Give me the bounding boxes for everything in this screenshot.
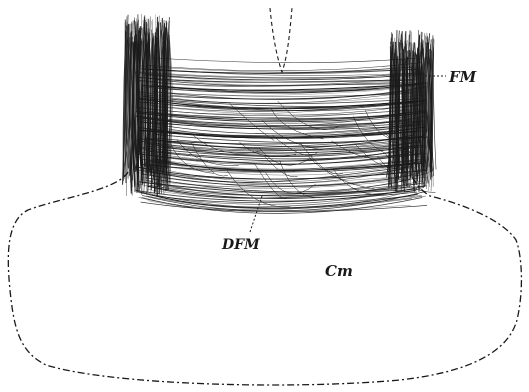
tuft-strand: [434, 39, 437, 170]
fiber-strand: [153, 58, 415, 63]
fm-left-tuft: [123, 14, 173, 196]
label-cm: Cm: [325, 262, 353, 280]
tuft-strand: [410, 31, 411, 178]
fiber-strand: [154, 92, 412, 104]
fm-right-tuft: [387, 30, 436, 192]
fiber-strand: [143, 96, 419, 103]
label-fm: FM: [448, 68, 477, 86]
label-dfm: DFM: [221, 237, 260, 253]
fiber-strand: [263, 154, 298, 177]
